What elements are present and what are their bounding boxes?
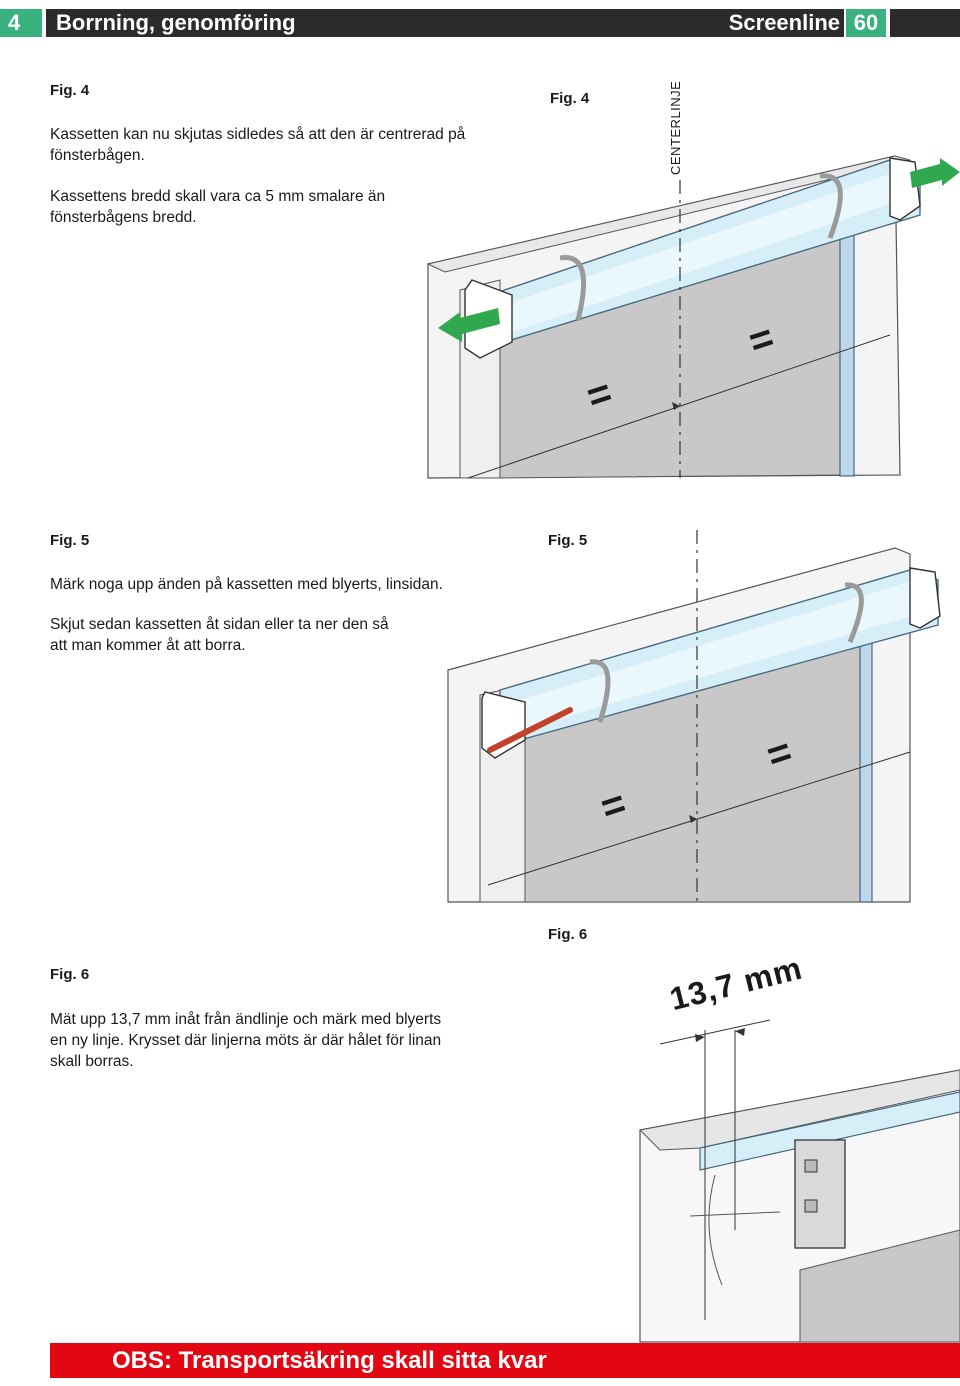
- brand-name: Screenline: [728, 10, 840, 35]
- fig6-illustration: [638, 1019, 960, 1343]
- section-title: Borrning, genomföring: [56, 10, 296, 35]
- fig6-text-label: Fig. 6: [50, 966, 90, 983]
- fig6-illustration-label: Fig. 6: [548, 926, 588, 943]
- fig5-paragraph-1: Märk noga upp änden på kassetten med bly…: [50, 576, 443, 593]
- fig5-text-label: Fig. 5: [50, 532, 90, 549]
- fig6-measurement: 13,7 mm: [666, 949, 806, 1018]
- fig5-paragraph-2: Skjut sedan kassetten åt sidan eller ta …: [50, 616, 389, 654]
- page-number: 60: [846, 9, 886, 37]
- fig5-illustration: [447, 530, 941, 903]
- fig4-centerline-label: CENTERLINJE: [668, 80, 683, 175]
- section-number: 4: [0, 9, 42, 37]
- fig5-illustration-label: Fig. 5: [548, 532, 588, 549]
- page-header: 4 Borrning, genomföring Screenline 60: [0, 9, 960, 37]
- transport-lock-notice: OBS: Transportsäkring skall sitta kvar: [50, 1343, 960, 1378]
- header-tail: [890, 9, 960, 37]
- fig4-illustration-label: Fig. 4: [550, 90, 590, 107]
- fig4-paragraph-2: Kassettens bredd skall vara ca 5 mm smal…: [50, 188, 386, 226]
- fig4-illustration: [426, 155, 960, 479]
- fig4-text-label: Fig. 4: [50, 82, 90, 99]
- fig6-paragraph-1: Mät upp 13,7 mm inåt från ändlinje och m…: [50, 1011, 442, 1070]
- fig4-paragraph-1: Kassetten kan nu skjutas sidledes så att…: [50, 126, 466, 164]
- header-bar: Borrning, genomföring Screenline: [46, 9, 844, 37]
